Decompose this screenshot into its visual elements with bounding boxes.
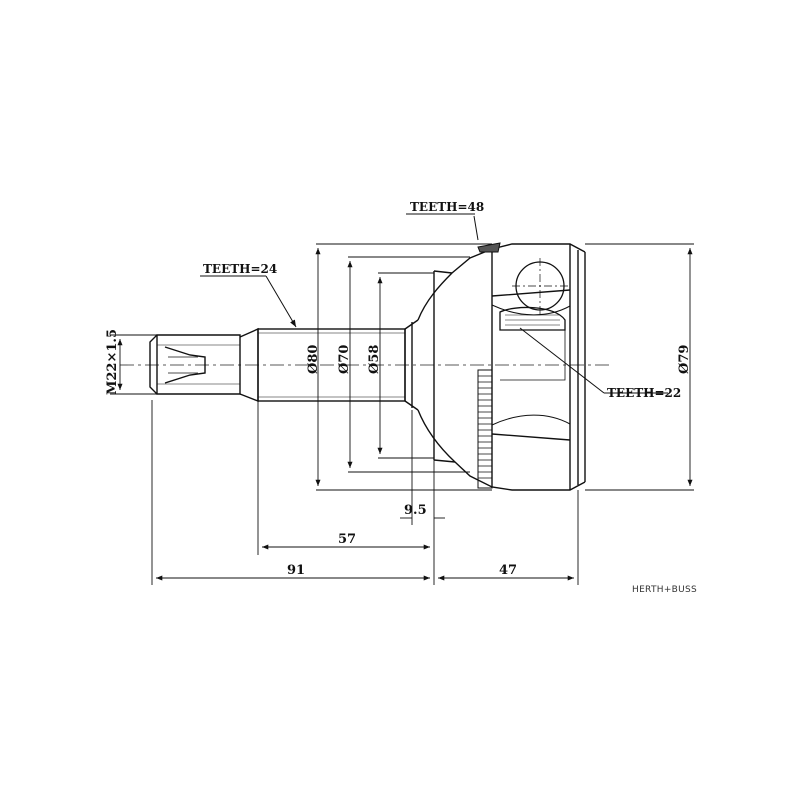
label-teeth-24: TEETH=24 <box>203 262 277 276</box>
dim-d58: Ø58 <box>367 345 382 374</box>
dim-d80: Ø80 <box>306 345 321 374</box>
leaders <box>200 275 668 394</box>
dim-d70: Ø70 <box>337 345 352 374</box>
dim-47: 47 <box>499 563 517 578</box>
dim-91: 91 <box>287 563 305 578</box>
bell-housing <box>417 243 586 491</box>
brand-watermark: HERTH+BUSS <box>632 585 697 595</box>
label-teeth-48: TEETH=48 <box>410 200 484 214</box>
teeth-48-marker <box>406 213 501 253</box>
label-teeth-22: TEETH=22 <box>607 386 681 400</box>
length-dims <box>151 400 579 585</box>
dim-thread: M22×1.5 <box>105 329 120 395</box>
dim-57: 57 <box>338 532 356 547</box>
abs-ring <box>477 369 493 489</box>
diameter-dims <box>110 243 694 491</box>
splined-shaft <box>239 319 419 411</box>
ball-and-race <box>499 258 568 381</box>
dim-9-5: 9.5 <box>404 503 427 518</box>
threaded-stub <box>149 334 241 395</box>
dim-d79: Ø79 <box>677 345 692 374</box>
